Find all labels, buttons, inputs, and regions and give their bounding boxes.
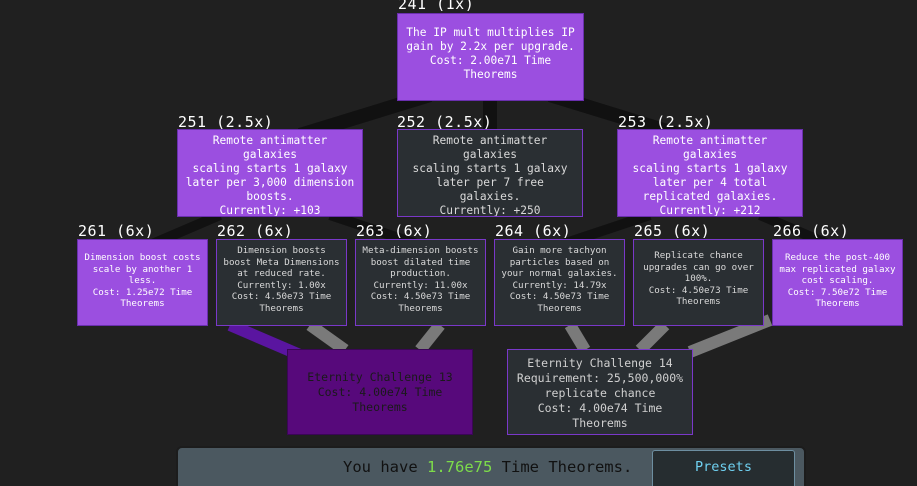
time-theorem-bar: You have 1.76e75 Time Theorems. Presets [176, 446, 806, 486]
presets-button[interactable]: Presets [652, 450, 795, 486]
study-266-label: 266 (6x) [773, 222, 850, 240]
study-253-label: 253 (2.5x) [618, 113, 714, 131]
tt-prefix: You have [343, 458, 427, 476]
study-263-label: 263 (6x) [356, 222, 433, 240]
time-theorem-count-text: You have 1.76e75 Time Theorems. [343, 458, 632, 476]
study-262-label: 262 (6x) [217, 222, 294, 240]
study-265-label: 265 (6x) [634, 222, 711, 240]
study-264-label: 264 (6x) [495, 222, 572, 240]
study-261-button[interactable]: Dimension boost costs scale by another 1… [77, 239, 208, 326]
study-241-button[interactable]: The IP mult multiplies IP gain by 2.2x p… [397, 13, 584, 101]
study-264-button[interactable]: Gain more tachyon particles based on you… [494, 239, 625, 326]
study-252-label: 252 (2.5x) [397, 113, 493, 131]
time-theorem-amount: 1.76e75 [427, 458, 493, 476]
study-266-button[interactable]: Reduce the post-400 max replicated galax… [772, 239, 903, 326]
eternity-challenge-13-button[interactable]: Eternity Challenge 13 Cost: 4.00e74 Time… [287, 349, 473, 435]
tt-suffix: Time Theorems. [492, 458, 633, 476]
eternity-challenge-14-button[interactable]: Eternity Challenge 14 Requirement: 25,50… [507, 349, 693, 435]
study-251-button[interactable]: Remote antimatter galaxies scaling start… [177, 129, 363, 217]
study-261-label: 261 (6x) [78, 222, 155, 240]
study-251-label: 251 (2.5x) [178, 113, 274, 131]
study-262-button[interactable]: Dimension boosts boost Meta Dimensions a… [216, 239, 347, 326]
study-265-button[interactable]: Replicate chance upgrades can go over 10… [633, 239, 764, 326]
study-263-button[interactable]: Meta-dimension boosts boost dilated time… [355, 239, 486, 326]
study-252-button[interactable]: Remote antimatter galaxies scaling start… [397, 129, 583, 217]
study-241-label: 241 (1x) [398, 0, 475, 13]
study-253-button[interactable]: Remote antimatter galaxies scaling start… [617, 129, 803, 217]
